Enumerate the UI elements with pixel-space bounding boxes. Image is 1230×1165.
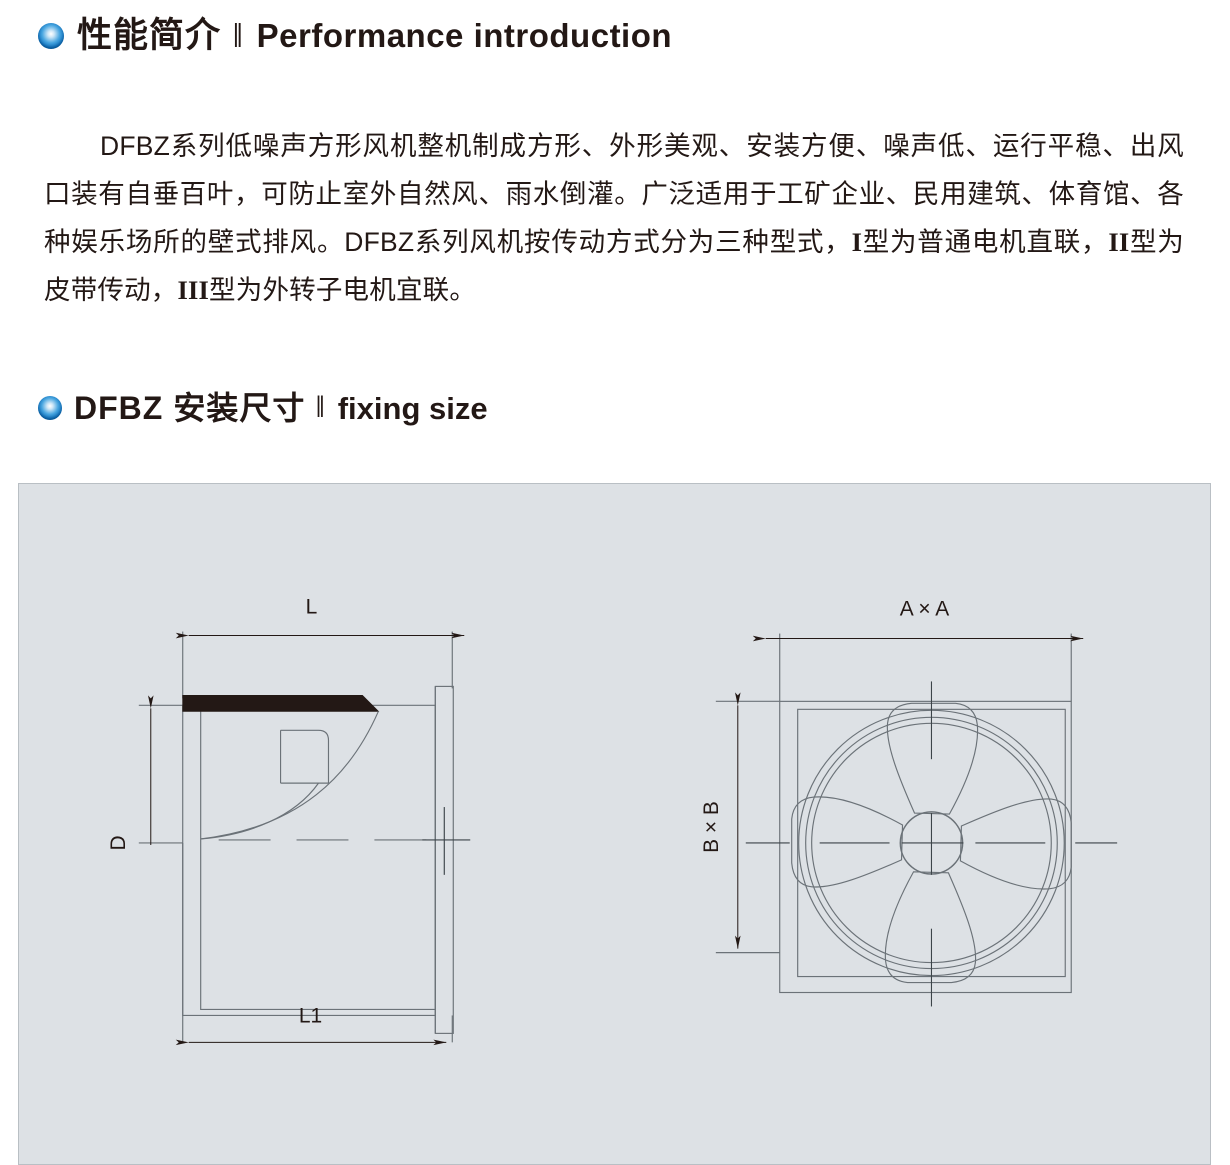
intro-segment-4: 型为外转子电机宜联。: [209, 274, 477, 305]
section-heading-fixing-cn: 安装尺寸: [173, 390, 306, 426]
intro-roman-3: III: [177, 274, 210, 305]
fixing-size-drawing-panel: L L1 D A × A B × B: [18, 483, 1211, 1165]
fan-blade: [791, 796, 904, 888]
intro-roman-1: I: [851, 226, 863, 257]
dimension-label-BxB: B × B: [700, 801, 723, 853]
heading-separator-icon: ‖: [232, 17, 243, 54]
section-heading-fixing-size: DFBZ 安装尺寸 ‖ fixing size: [38, 392, 488, 424]
dimension-label-L: L: [306, 596, 318, 619]
section-heading-performance: 性能简介 ‖ Performance introduction: [38, 18, 672, 53]
fan-blade: [884, 871, 977, 984]
fan-blade: [959, 798, 1072, 890]
section-heading-fixing-model: DFBZ: [74, 390, 164, 426]
intro-segment-3: 型为皮带传动，: [44, 226, 1184, 305]
dimension-label-AxA: A × A: [900, 598, 950, 621]
technical-drawing: L L1 D A × A B × B: [107, 596, 1118, 1046]
intro-segment-2: 型为普通电机直联，: [862, 226, 1109, 257]
performance-introduction-paragraph: DFBZ系列低噪声方形风机整机制成方形、外形美观、安装方便、噪声低、运行平稳、出…: [44, 122, 1184, 314]
section-heading-performance-en: Performance introduction: [256, 17, 673, 54]
fan-blade: [886, 702, 979, 815]
dimension-label-D: D: [107, 835, 130, 850]
section-heading-performance-cn: 性能简介: [77, 16, 222, 55]
section-heading-fixing-en: fixing size: [337, 390, 488, 426]
front-fan-view: [715, 633, 1118, 1007]
intro-segment-1: DFBZ系列低噪声方形风机整机制成方形、外形美观、安装方便、噪声低、运行平稳、出…: [44, 130, 1184, 257]
side-section-view: [138, 631, 471, 1046]
blue-sphere-bullet-icon: [38, 396, 62, 420]
dimension-label-L1: L1: [299, 1004, 322, 1027]
intro-roman-2: II: [1108, 226, 1130, 257]
heading-separator-icon: ‖: [316, 391, 325, 424]
blue-sphere-bullet-icon: [38, 22, 64, 49]
